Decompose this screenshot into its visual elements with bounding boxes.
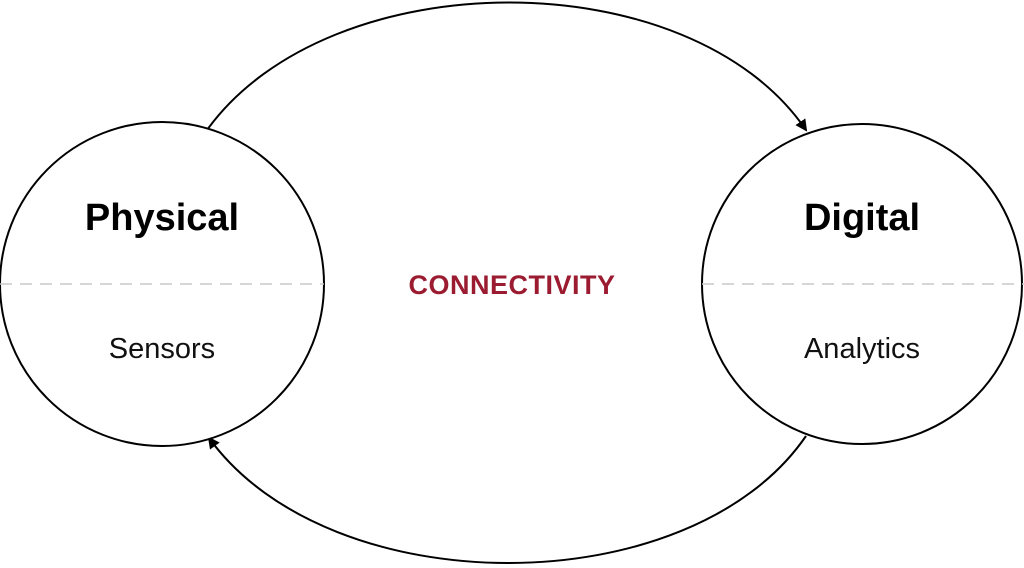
connectivity-label: CONNECTIVITY	[408, 270, 615, 300]
physical-title: Physical	[85, 197, 239, 239]
flow-arrow-physical-to-digital	[206, 1, 808, 132]
flow-arrow-digital-to-physical	[207, 435, 807, 564]
digital-subtitle: Analytics	[804, 333, 920, 365]
digital-title: Digital	[804, 197, 920, 239]
physical-subtitle: Sensors	[109, 333, 215, 365]
node-physical: Physical Sensors	[0, 121, 325, 447]
node-digital: Digital Analytics	[701, 123, 1024, 445]
